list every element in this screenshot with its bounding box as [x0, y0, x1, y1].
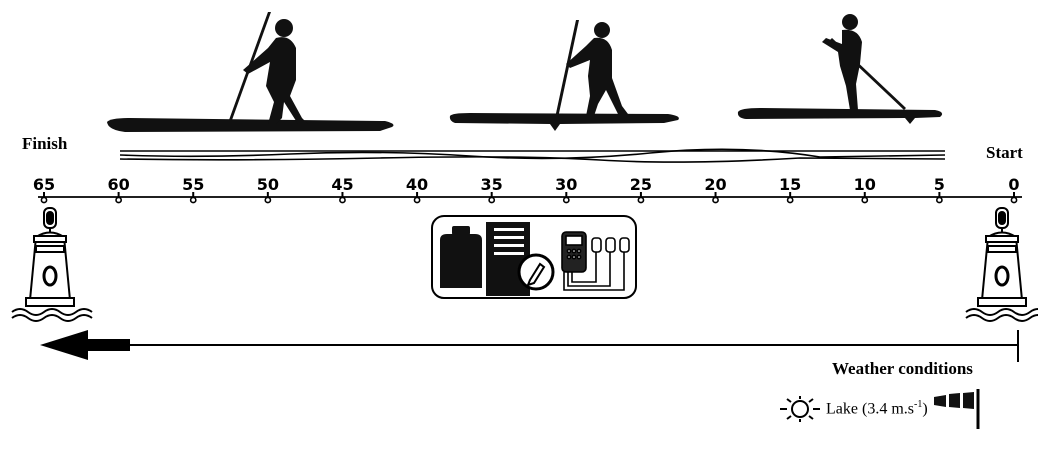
- tick-marker: [116, 197, 121, 202]
- tick-label: 15: [770, 175, 810, 194]
- paddler-crouched-silhouette: [450, 20, 679, 131]
- tick-label: 10: [845, 175, 885, 194]
- finish-label: Finish: [22, 134, 67, 154]
- weather-value: (3.4 m.s: [862, 401, 914, 418]
- start-buoy-icon: [966, 208, 1038, 321]
- tick-marker: [414, 197, 419, 202]
- tick-marker: [564, 197, 569, 202]
- equipment-panel: [432, 216, 636, 298]
- tick-marker: [41, 197, 46, 202]
- paddler-kneeling-silhouette: [107, 12, 393, 132]
- weather-row: Lake (3.4 m.s-1): [778, 389, 984, 429]
- tick-marker: [265, 197, 270, 202]
- tick-marker: [340, 197, 345, 202]
- tick-label: 0: [994, 175, 1034, 194]
- tick-label: 60: [99, 175, 139, 194]
- tick-marker: [862, 197, 867, 202]
- tick-marker: [937, 197, 942, 202]
- tick-marker: [638, 197, 643, 202]
- windsock-icon: [932, 389, 984, 429]
- tick-marker: [489, 197, 494, 202]
- tick-marker: [191, 197, 196, 202]
- tick-marker: [1011, 197, 1016, 202]
- tick-label: 5: [919, 175, 959, 194]
- tick-label: 30: [546, 175, 586, 194]
- tick-label: 40: [397, 175, 437, 194]
- tick-label: 50: [248, 175, 288, 194]
- tick-label: 25: [621, 175, 661, 194]
- weather-location: Lake: [826, 401, 858, 418]
- tick-label: 20: [696, 175, 736, 194]
- tick-label: 35: [472, 175, 512, 194]
- water-lines: [120, 149, 945, 162]
- tick-marker: [788, 197, 793, 202]
- start-label: Start: [986, 143, 1023, 163]
- tick-label: 45: [322, 175, 362, 194]
- sun-icon: [778, 396, 822, 422]
- tick-label: 55: [173, 175, 213, 194]
- direction-arrow: [40, 330, 1018, 362]
- tick-label: 65: [24, 175, 64, 194]
- weather-conditions-title: Weather conditions: [832, 359, 973, 379]
- weight-icon: [440, 226, 482, 288]
- tick-marker: [713, 197, 718, 202]
- weather-text: Lake (3.4 m.s-1): [826, 399, 928, 418]
- pencil-icon: [519, 255, 553, 289]
- paddler-standing-silhouette: [738, 14, 942, 124]
- weather-close: ): [922, 401, 927, 418]
- finish-buoy-icon: [12, 208, 92, 321]
